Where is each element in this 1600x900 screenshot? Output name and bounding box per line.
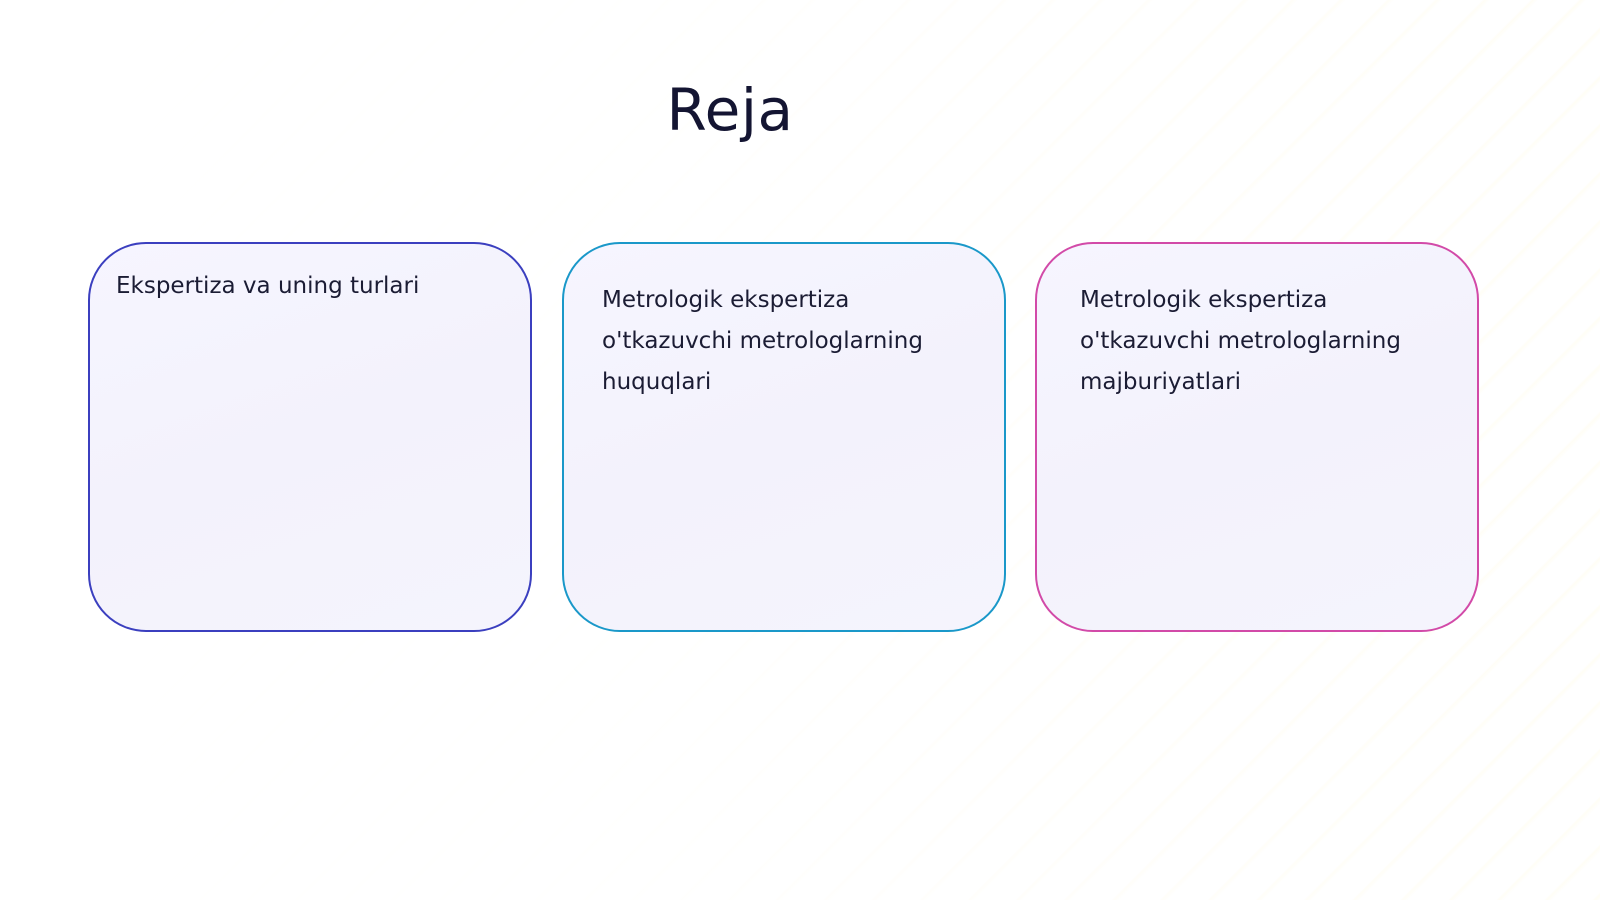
card-text: Metrologik ekspertiza o'tkazuvchi metrol…: [1080, 287, 1401, 395]
card-ekspertiza-turlari[interactable]: Ekspertiza va uning turlari: [88, 242, 532, 632]
card-metrologlar-majburiyatlari[interactable]: Metrologik ekspertiza o'tkazuvchi metrol…: [1035, 242, 1479, 632]
card-text: Metrologik ekspertiza o'tkazuvchi metrol…: [602, 287, 923, 395]
card-text: Ekspertiza va uning turlari: [116, 273, 420, 299]
card-metrologlar-huquqlari[interactable]: Metrologik ekspertiza o'tkazuvchi metrol…: [562, 242, 1006, 632]
card-row: Ekspertiza va uning turlari Metrologik e…: [88, 242, 1512, 634]
slide-title: Reja: [666, 76, 794, 144]
